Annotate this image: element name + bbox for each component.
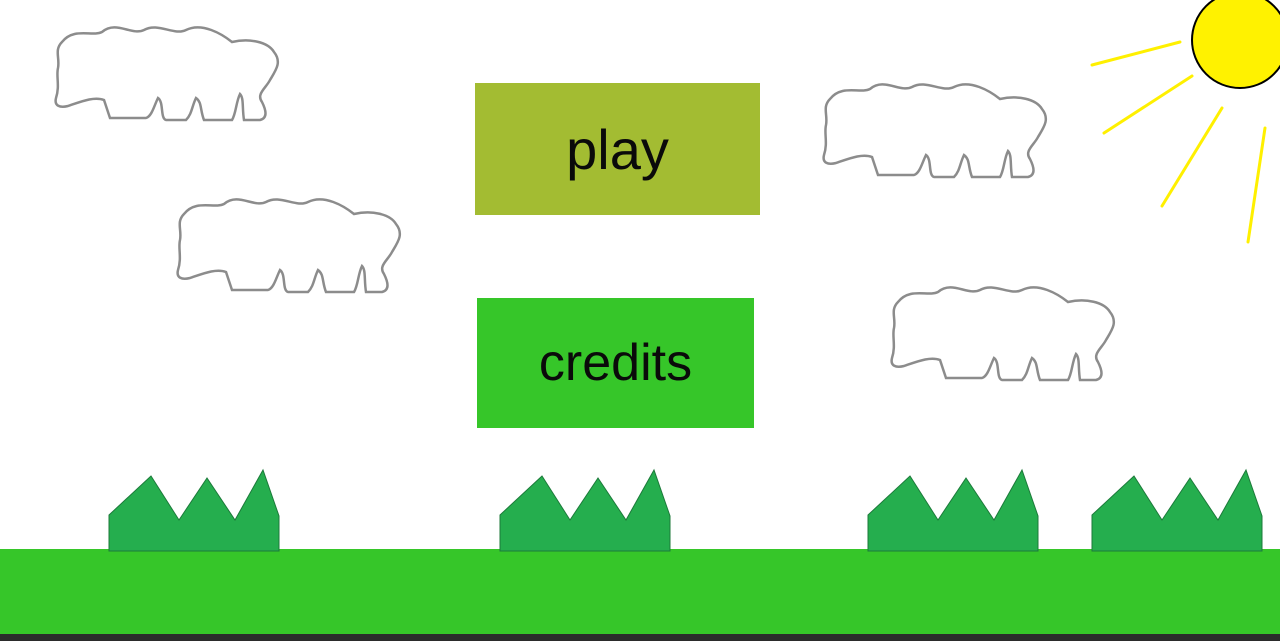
play-button[interactable]: play [475, 83, 760, 215]
credits-button[interactable]: credits [477, 298, 754, 428]
grass-patch [108, 468, 280, 552]
grass-patch [867, 468, 1039, 552]
sun-ray [1246, 126, 1267, 244]
ground [0, 549, 1280, 641]
grass-patch [499, 468, 671, 552]
sun-icon [1191, 0, 1280, 89]
sun-ray [1090, 40, 1182, 67]
sun-ray [1102, 74, 1194, 135]
grass-patch [1091, 468, 1263, 552]
sun-ray [1160, 106, 1224, 208]
sun-rays [1090, 40, 1267, 244]
bottom-strip [0, 634, 1280, 641]
